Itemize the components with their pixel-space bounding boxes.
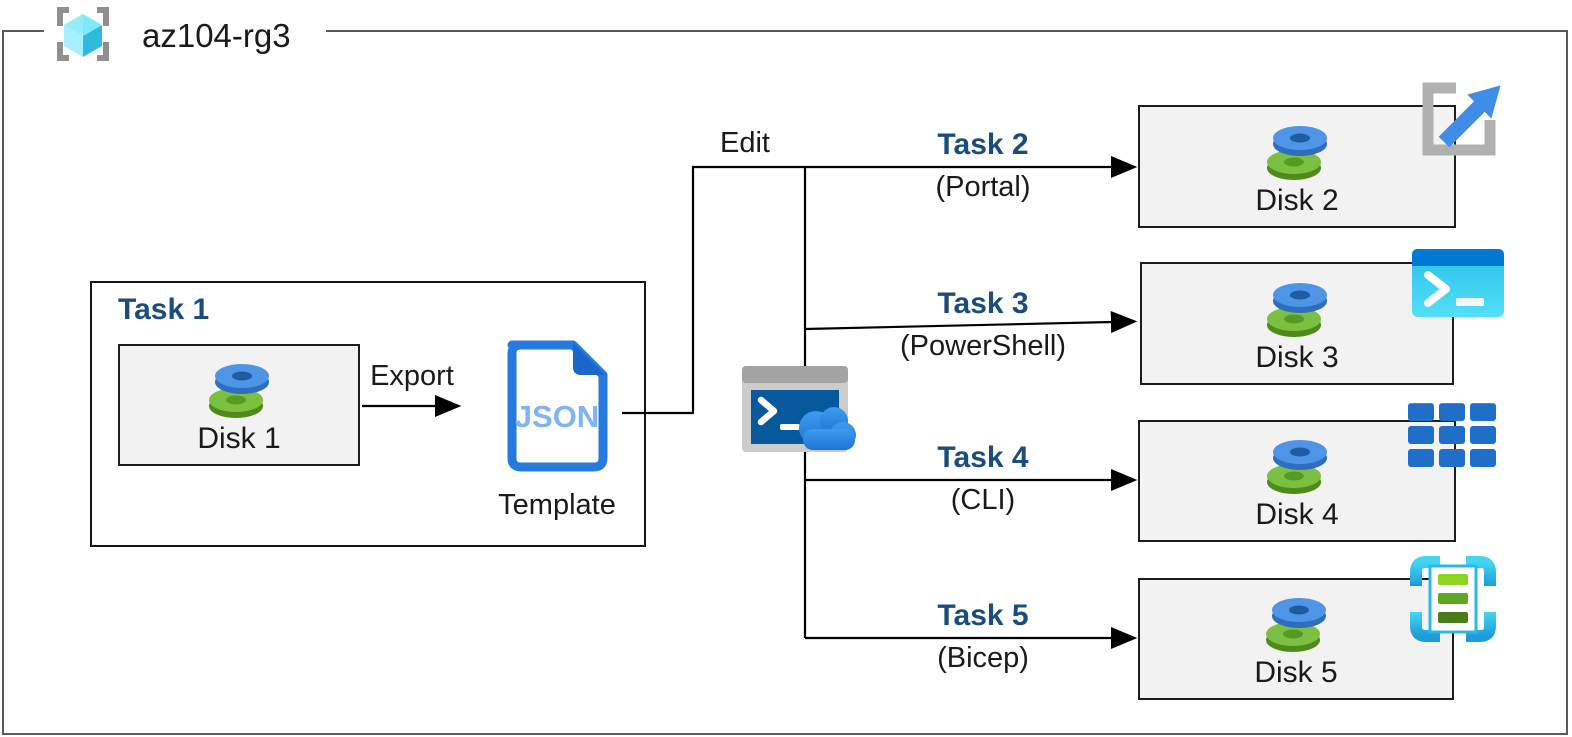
azure-cli-icon [1408,403,1496,472]
template-label: Template [498,489,616,521]
managed-disk-icon [1267,125,1327,180]
managed-disk-icon [1266,598,1326,652]
task5-method: (Bicep) [937,642,1029,674]
disk-label: Disk 3 [1255,340,1339,374]
task4-method: (CLI) [950,484,1016,516]
cloud-shell-icon [742,366,864,463]
task5-label: Task 5 [937,599,1029,632]
task1-title: Task 1 [118,293,210,326]
export-label: Export [370,360,454,392]
edit-label: Edit [720,127,770,159]
disk4-box: Disk 4 [1138,420,1456,542]
disk-label: Disk 5 [1254,656,1338,689]
task3-method: (PowerShell) [900,330,1066,362]
managed-disk-icon [1267,282,1327,337]
disk1-box: Disk 1 [118,344,360,466]
json-file-text: JSON [515,399,599,434]
resource-group-name: az104-rg3 [142,17,291,54]
managed-disk-icon [209,364,269,418]
task4-label: Task 4 [937,441,1029,474]
managed-disk-icon [1267,440,1327,494]
resource-group-icon [50,5,116,68]
disk3-box: Disk 3 [1140,262,1454,385]
bicep-template-icon [1410,556,1496,647]
disk-label: Disk 2 [1255,183,1339,217]
task3-label: Task 3 [937,287,1029,320]
task2-label: Task 2 [937,128,1029,161]
azure-portal-icon [1416,70,1508,167]
disk-label: Disk 1 [197,422,281,455]
task2-method: (Portal) [935,171,1031,203]
disk5-box: Disk 5 [1138,578,1454,700]
resource-group-border [2,30,1568,735]
disk-label: Disk 4 [1255,498,1339,531]
json-file-icon: JSON [495,339,620,478]
border-gap [44,26,326,36]
disk2-box: Disk 2 [1138,105,1456,228]
powershell-icon [1412,249,1504,322]
